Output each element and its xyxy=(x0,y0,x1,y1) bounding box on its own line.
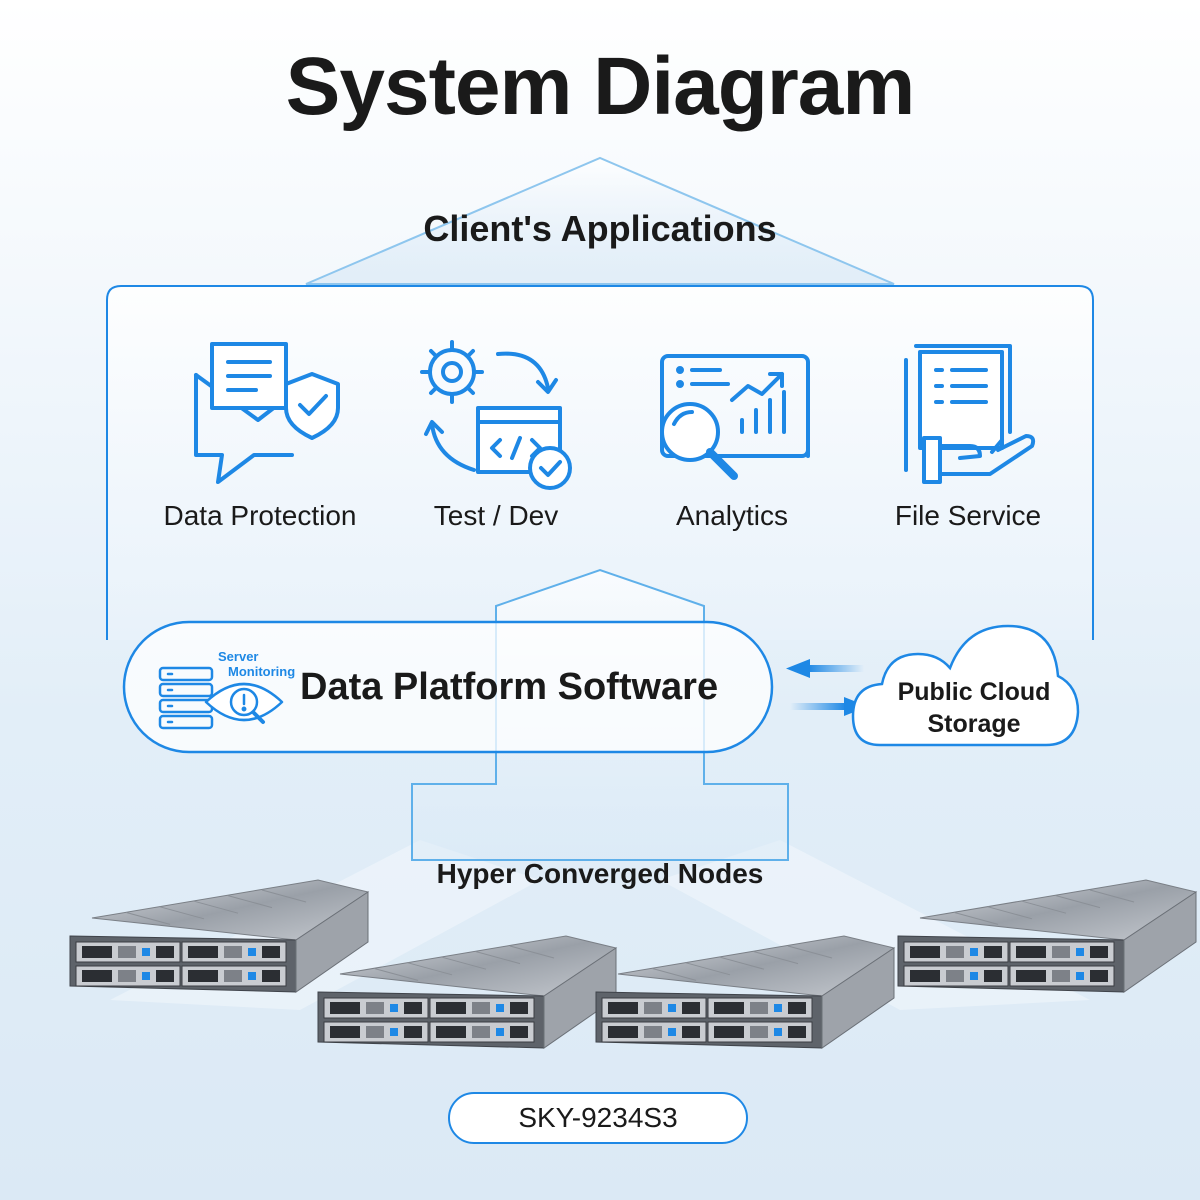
gear-code-cycle-icon xyxy=(420,340,572,490)
server-monitoring-line2: Monitoring xyxy=(228,664,295,679)
app-label-data-protection: Data Protection xyxy=(163,500,357,531)
envelope-shield-icon xyxy=(194,342,340,484)
hyper-converged-nodes-label: Hyper Converged Nodes xyxy=(436,858,764,889)
server-monitoring-line1: Server xyxy=(218,649,258,664)
cloud-icon xyxy=(851,624,1080,747)
sync-arrow-left xyxy=(786,659,864,678)
app-label-analytics: Analytics xyxy=(675,500,789,531)
server-node xyxy=(317,935,618,1049)
app-label-test-dev: Test / Dev xyxy=(433,500,559,531)
server-monitoring-icon xyxy=(158,666,284,730)
client-applications-label: Client's Applications xyxy=(423,208,777,249)
server-node xyxy=(69,879,370,993)
data-platform-label: Data Platform Software xyxy=(300,666,719,708)
magnifier-chart-icon xyxy=(660,354,810,480)
model-number-pill: SKY-9234S3 xyxy=(448,1092,748,1144)
cloud-label-line2: Storage xyxy=(927,710,1021,738)
app-label-file-service: File Service xyxy=(894,500,1042,531)
server-node xyxy=(897,879,1198,993)
cloud-label-line1: Public Cloud xyxy=(897,678,1051,706)
roof-triangle xyxy=(305,156,895,285)
cloud-storage-label: Public Cloud Storage xyxy=(860,676,1088,740)
server-node xyxy=(595,935,896,1049)
data-platform-pill xyxy=(122,620,774,754)
document-hand-icon xyxy=(904,344,1036,484)
applications-box xyxy=(106,285,1094,640)
page-title: System Diagram xyxy=(285,41,916,132)
